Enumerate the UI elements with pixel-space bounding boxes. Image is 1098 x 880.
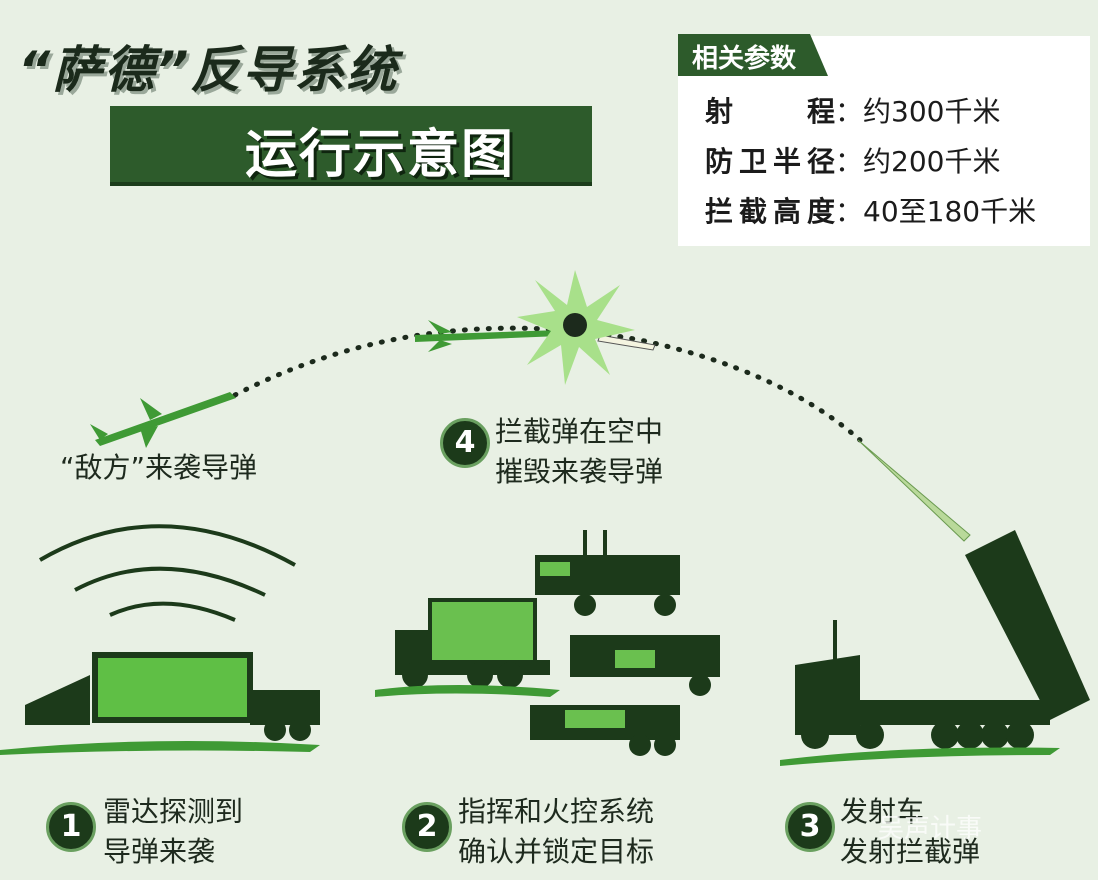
main-title: “萨德”反导系统 xyxy=(18,41,399,99)
step-4-number: 4 xyxy=(440,418,490,468)
param-value: 约200千米 xyxy=(863,145,1001,178)
param-range: 射 程：约300千米 xyxy=(705,90,1000,130)
param-value: 约300千米 xyxy=(863,95,1001,128)
parameters-header xyxy=(678,34,828,76)
param-label: 防卫半径 xyxy=(705,145,835,178)
step-1-number: 1 xyxy=(46,802,96,852)
parameters-title: 相关参数 xyxy=(692,44,797,74)
step-4-text: 拦截弹在空中摧毁来袭导弹 xyxy=(495,415,664,488)
enemy-missile-icon xyxy=(90,392,236,448)
param-value: 40至180千米 xyxy=(863,195,1037,228)
param-label: 射 程 xyxy=(705,95,835,128)
subtitle: 运行示意图 xyxy=(245,125,516,185)
param-label: 拦截高度 xyxy=(705,195,835,228)
enemy-missile-label: “敌方”来袭导弹 xyxy=(60,451,258,484)
launcher-truck-icon xyxy=(780,530,1090,766)
step-3-text: 发射车发射拦截弹 xyxy=(840,795,981,868)
param-radius: 防卫半径：约200千米 xyxy=(705,140,1000,180)
radar-waves-icon xyxy=(38,524,296,622)
radar-truck-icon xyxy=(0,652,320,755)
step-2-number: 2 xyxy=(402,802,452,852)
watermark: 吴声计事 xyxy=(878,814,983,844)
explosion-icon xyxy=(517,270,635,385)
step-2-text: 指挥和火控系统确认并锁定目标 xyxy=(458,795,655,868)
step-1-text: 雷达探测到导弹来袭 xyxy=(103,795,244,868)
rising-interceptor-icon xyxy=(857,439,971,542)
interceptor-missile-icon xyxy=(415,320,656,352)
subtitle-bar xyxy=(110,106,592,186)
command-vehicles-icon xyxy=(375,530,720,756)
step-3-number: 3 xyxy=(785,802,835,852)
param-altitude: 拦截高度：40至180千米 xyxy=(705,190,1036,230)
